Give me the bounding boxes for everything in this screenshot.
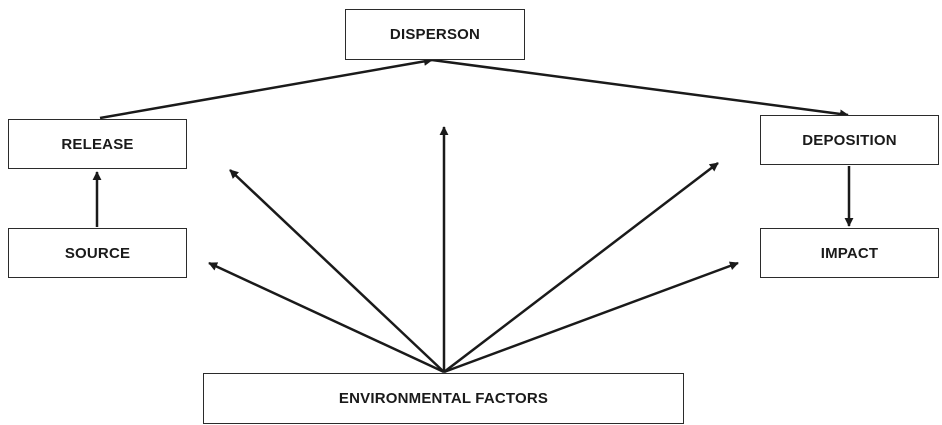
arrow-env-left bbox=[229, 169, 445, 373]
deposition-label: DEPOSITION bbox=[802, 131, 897, 149]
dispersion-box: DISPERSON bbox=[345, 9, 525, 60]
impact-box: IMPACT bbox=[760, 228, 939, 278]
environmental-factors-label: ENVIRONMENTAL FACTORS bbox=[338, 390, 549, 407]
line-release-to-dispersion bbox=[99, 56, 433, 120]
source-box: SOURCE bbox=[8, 228, 187, 278]
release-box: RELEASE bbox=[8, 119, 187, 169]
release-label: RELEASE bbox=[61, 135, 134, 153]
source-label: SOURCE bbox=[64, 244, 131, 262]
arrow-env-far-left bbox=[208, 261, 445, 374]
dispersion-label: DISPERSON bbox=[389, 26, 481, 43]
impact-label: IMPACT bbox=[820, 244, 879, 262]
arrow-env-far-right bbox=[443, 261, 739, 374]
arrow-env-right bbox=[443, 162, 719, 373]
environmental-factors-box: ENVIRONMENTAL FACTORS bbox=[203, 373, 684, 424]
arrow-dispersion-to-deposition bbox=[431, 58, 849, 119]
deposition-box: DEPOSITION bbox=[760, 115, 939, 165]
